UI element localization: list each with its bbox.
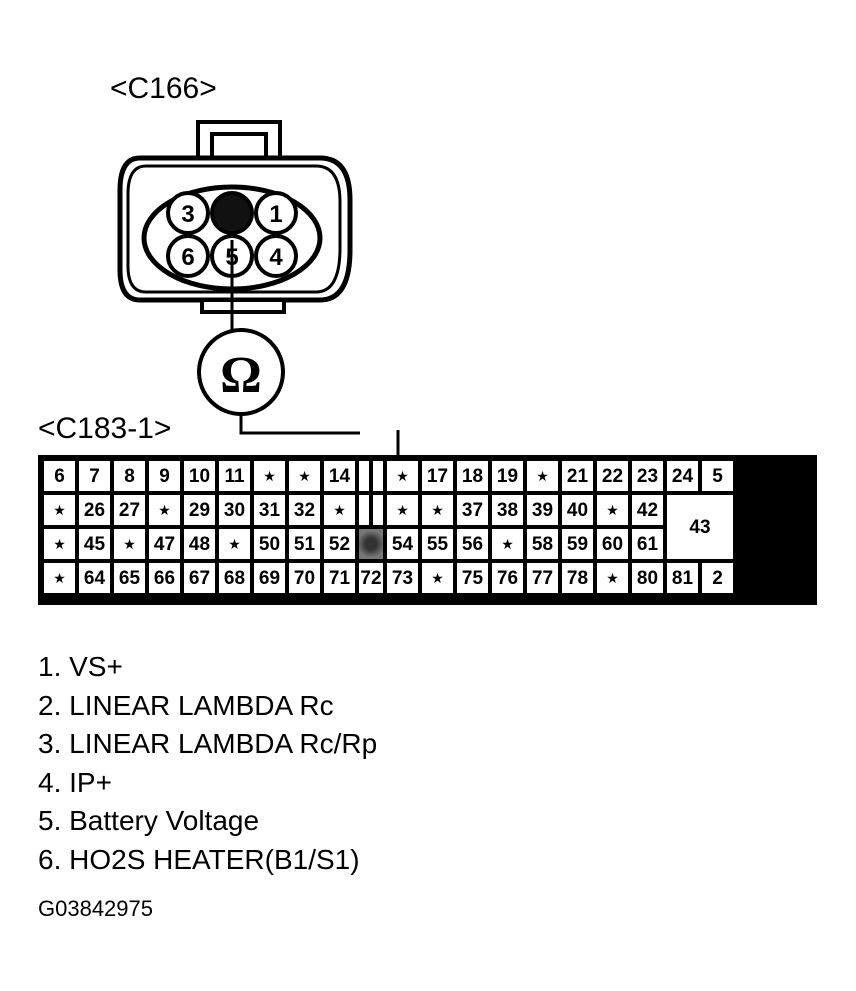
- connector-pin-cell: 80: [632, 563, 663, 593]
- connector-pin-cell: 65: [114, 563, 145, 593]
- connector-pin-cell: 72: [359, 563, 383, 593]
- connector-pin-cell: 9: [149, 461, 180, 491]
- connector-pin-cell: 64: [79, 563, 110, 593]
- connector-pin-cell: 40: [562, 495, 593, 525]
- ohm-symbol: Ω: [220, 347, 262, 404]
- connector-pin-cell: 48: [184, 529, 215, 559]
- connector-pin-cell: 27: [114, 495, 145, 525]
- connector-pin-cell: 24: [667, 461, 698, 491]
- pin-4-label: 4: [269, 244, 283, 271]
- connector-pin-cell: 50: [254, 529, 285, 559]
- connector-pin-cell: 8: [114, 461, 145, 491]
- connector-c166-diagram: 3 1 6 5 4 Ω: [117, 120, 360, 435]
- connector-pin-cell: ★: [597, 495, 628, 525]
- connector-pin-cell: [359, 495, 369, 525]
- pin-6-label: 6: [181, 244, 194, 271]
- connector-pin-cell: 77: [527, 563, 558, 593]
- connector-pin-cell: 39: [527, 495, 558, 525]
- connector-pin-cell: 38: [492, 495, 523, 525]
- connector-pin-cell: 5: [702, 461, 733, 491]
- connector-pin-cell: 70: [289, 563, 320, 593]
- connector-pin-cell: 73: [387, 563, 418, 593]
- legend-item: 5. Battery Voltage: [38, 805, 260, 836]
- connector-pin-cell: 21: [562, 461, 593, 491]
- pin-1-label: 1: [269, 201, 282, 228]
- connector-pin-cell: 69: [254, 563, 285, 593]
- connector-pin-cell: 60: [597, 529, 628, 559]
- connector-pin-cell: 56: [457, 529, 488, 559]
- connector-pin-cell: 32: [289, 495, 320, 525]
- connector-pin-cell: ★: [114, 529, 145, 559]
- connector-pin-cell: 29: [184, 495, 215, 525]
- connector-pin-cell: ★: [387, 495, 418, 525]
- connector-pin-cell: ★: [44, 563, 75, 593]
- figure-id: G03842975: [38, 896, 153, 921]
- connector-pin-cell: ★: [492, 529, 523, 559]
- connector-pin-cell: 78: [562, 563, 593, 593]
- connector-pin-cell: 59: [562, 529, 593, 559]
- connector-pin-cell: 52: [324, 529, 355, 559]
- connector-c183-1-label: <C183-1>: [38, 412, 172, 445]
- connector-pin-cell: ★: [44, 529, 75, 559]
- connector-pin-cell: ★: [149, 495, 180, 525]
- connector-pin-highlighted: [359, 529, 383, 559]
- connector-pin-cell: 23: [632, 461, 663, 491]
- pin-legend: 1. VS+ 2. LINEAR LAMBDA Rc 3. LINEAR LAM…: [38, 648, 377, 879]
- connector-pin-cell: ★: [219, 529, 250, 559]
- connector-pin-cell: 67: [184, 563, 215, 593]
- connector-pin-cell: 30: [219, 495, 250, 525]
- connector-pin-cell: 7: [79, 461, 110, 491]
- connector-pin-cell: 54: [387, 529, 418, 559]
- connector-pin-cell: 47: [149, 529, 180, 559]
- connector-pin-cell: 81: [667, 563, 698, 593]
- connector-pin-cell: 51: [289, 529, 320, 559]
- legend-item: 1. VS+: [38, 651, 123, 682]
- connector-pin-cell: 71: [324, 563, 355, 593]
- legend-item: 2. LINEAR LAMBDA Rc: [38, 689, 334, 721]
- connector-pin-cell: 45: [79, 529, 110, 559]
- connector-pin-cell: 55: [422, 529, 453, 559]
- connector-pin-cell: 75: [457, 563, 488, 593]
- connector-pin-cell: 22: [597, 461, 628, 491]
- connector-pin-cell: ★: [324, 495, 355, 525]
- connector-pin-cell: 76: [492, 563, 523, 593]
- pin-2-highlighted: [210, 191, 254, 235]
- connector-pin-cell: [373, 461, 383, 491]
- connector-pin-cell: 43: [667, 495, 733, 559]
- connector-pin-cell: 2: [702, 563, 733, 593]
- connector-pin-cell: 37: [457, 495, 488, 525]
- connector-pin-cell: ★: [289, 461, 320, 491]
- connector-pin-cell: [359, 461, 369, 491]
- pin-3-label: 3: [181, 201, 194, 228]
- connector-pin-cell: 14: [324, 461, 355, 491]
- legend-item: 3. LINEAR LAMBDA Rc/Rp: [38, 728, 378, 759]
- connector-pin-cell: 68: [219, 563, 250, 593]
- connector-pin-cell: 19: [492, 461, 523, 491]
- connector-pin-cell: ★: [44, 495, 75, 525]
- legend-item: 4. IP+: [38, 766, 112, 798]
- connector-pin-cell: 11: [219, 461, 250, 491]
- connector-pin-cell: 10: [184, 461, 215, 491]
- connector-pin-cell: 66: [149, 563, 180, 593]
- connector-pin-cell: [373, 495, 383, 525]
- connector-pin-cell: 42: [632, 495, 663, 525]
- connector-pin-cell: 31: [254, 495, 285, 525]
- connector-pin-cell: 58: [527, 529, 558, 559]
- connector-pin-cell: ★: [422, 563, 453, 593]
- connector-pin-cell: ★: [254, 461, 285, 491]
- connector-pin-cell: 26: [79, 495, 110, 525]
- connector-pin-cell: ★: [422, 495, 453, 525]
- connector-pin-cell: 17: [422, 461, 453, 491]
- legend-item: 6. HO2S HEATER(B1/S1): [38, 843, 360, 875]
- connector-pin-cell: 61: [632, 529, 663, 559]
- connector-c166-label: <C166>: [110, 72, 217, 105]
- connector-pin-cell: 18: [457, 461, 488, 491]
- connector-pin-cell: ★: [527, 461, 558, 491]
- connector-pin-cell: ★: [387, 461, 418, 491]
- connector-pin-cell: 6: [44, 461, 75, 491]
- connector-pin-cell: ★: [597, 563, 628, 593]
